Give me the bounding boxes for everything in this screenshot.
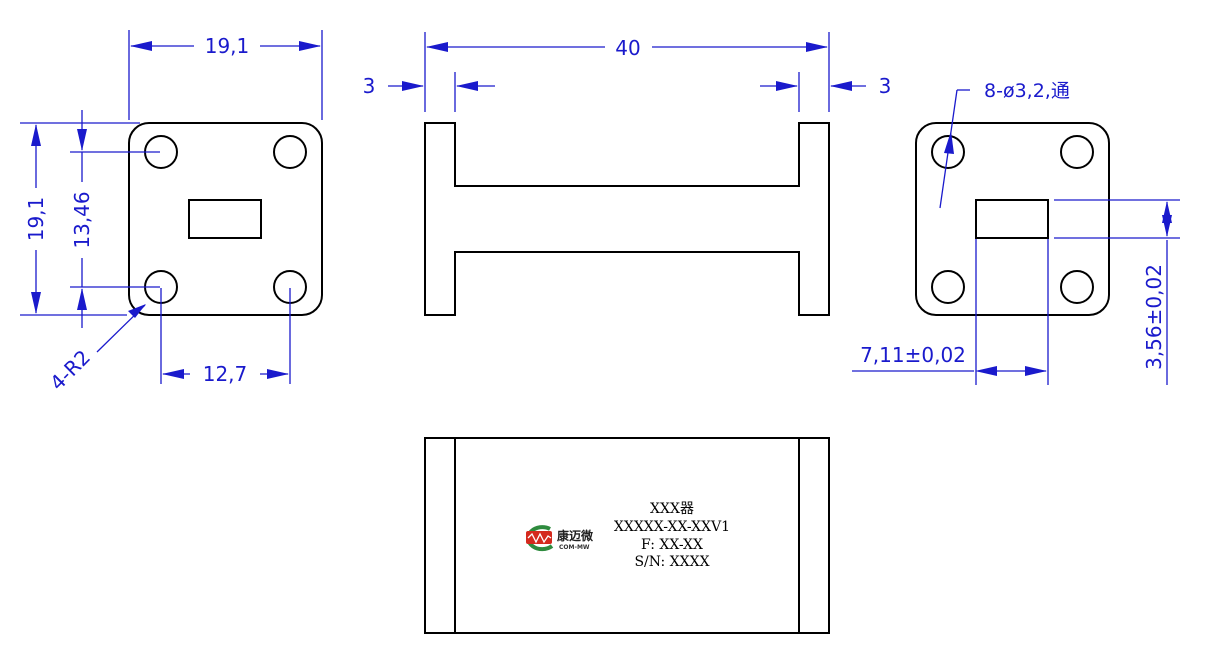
- left-dim-corner-radius: 4-R2: [45, 304, 146, 395]
- left-flange-outline: [128, 122, 323, 316]
- front-dim-left-flange-text: 3: [363, 74, 376, 98]
- left-dim-height: 19,1: [20, 122, 140, 316]
- left-hole-top-right: [273, 135, 307, 169]
- front-dim-right-flange: 3: [760, 72, 891, 112]
- label-serial-number: S/N: XXXX: [634, 554, 709, 570]
- company-logo: 康迈微 COM-MW: [526, 525, 594, 552]
- bottom-view: 康迈微 COM-MW XXX器 XXXXX-XX-XXV1 F: XX-XX S…: [424, 437, 830, 634]
- right-flange-outline: [915, 122, 1110, 316]
- left-aperture: [188, 199, 262, 239]
- front-dim-length: 40: [424, 32, 830, 112]
- left-dim-hole-vertical: 13,46: [70, 110, 160, 328]
- label-frequency: F: XX-XX: [641, 537, 703, 553]
- front-dim-left-flange: 3: [363, 72, 495, 112]
- right-hole-bottom-left: [931, 270, 965, 304]
- front-view: 40 3 3: [363, 32, 891, 316]
- right-hole-bottom-right: [1060, 270, 1094, 304]
- left-dim-corner-radius-text: 4-R2: [45, 345, 95, 395]
- label-product-type: XXX器: [650, 501, 694, 517]
- logo-name: 康迈微: [557, 528, 594, 543]
- right-dim-aperture-height: 3,56±0,02: [1054, 199, 1180, 385]
- left-dim-hole-horizontal: 12,7: [160, 288, 291, 386]
- right-hole-top-right: [1060, 135, 1094, 169]
- label-model-number: XXXXX-XX-XXV1: [614, 519, 730, 535]
- front-dim-length-text: 40: [615, 36, 640, 60]
- front-profile-outline: [424, 122, 830, 316]
- left-dim-hole-horizontal-text: 12,7: [203, 362, 248, 386]
- right-dim-aperture-width: 7,11±0,02: [852, 239, 1049, 385]
- left-dim-height-text: 19,1: [24, 197, 48, 242]
- right-dim-aperture-width-text: 7,11±0,02: [860, 343, 966, 367]
- left-dim-top-width: 19,1: [128, 30, 323, 120]
- right-dim-holes: 8-ø3,2,通: [939, 80, 1070, 209]
- logo-subtitle: COM-MW: [559, 544, 590, 551]
- front-dim-right-flange-text: 3: [879, 74, 892, 98]
- right-aperture: [975, 199, 1049, 239]
- right-dim-aperture-height-text: 3,56±0,02: [1142, 264, 1166, 370]
- logo-badge: [526, 531, 552, 544]
- right-view: 8-ø3,2,通 7,11±0,02 3,56±0,02: [852, 80, 1180, 385]
- left-dim-top-width-text: 19,1: [205, 34, 250, 58]
- logo-wave-icon: [527, 532, 552, 544]
- bottom-body-outline: [424, 437, 830, 634]
- left-view: 19,1 19,1 13,46: [20, 30, 323, 395]
- right-dim-holes-text: 8-ø3,2,通: [984, 80, 1070, 102]
- left-dim-hole-vertical-text: 13,46: [70, 191, 94, 248]
- right-hole-top-left: [931, 135, 965, 169]
